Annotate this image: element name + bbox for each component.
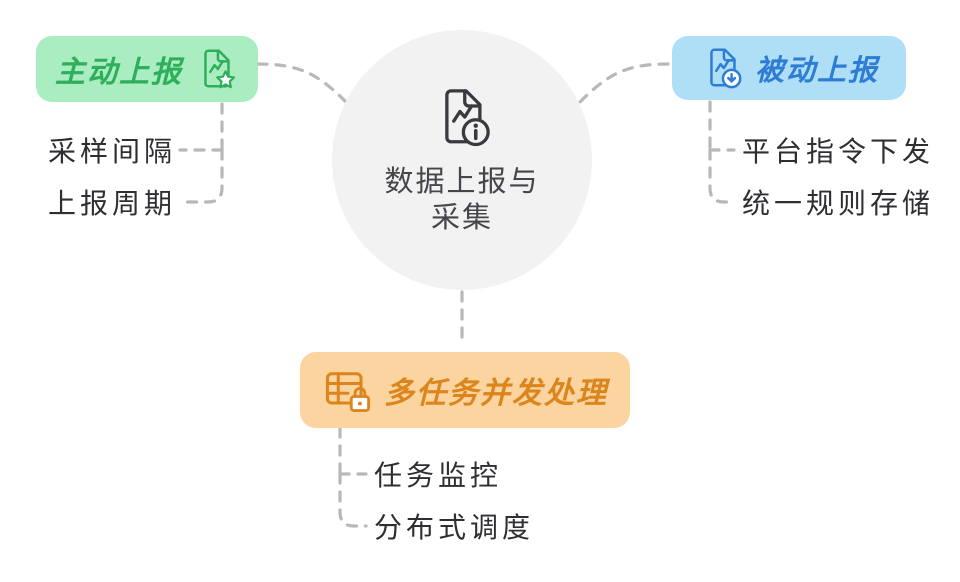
item-unified-rule-storage: 统一规则存储 bbox=[742, 188, 935, 219]
branch-passive-reporting: 被动上报 bbox=[672, 36, 906, 100]
item-reporting-cycle: 上报周期 bbox=[48, 188, 177, 219]
item-platform-command: 平台指令下发 bbox=[742, 136, 935, 167]
branch-concurrent-processing: 多任务并发处理 bbox=[300, 352, 630, 428]
item-sampling-interval: 采样间隔 bbox=[48, 136, 177, 167]
connector-active-to-center bbox=[256, 62, 348, 104]
connector-active-item2 bbox=[178, 148, 224, 204]
doc-chart-info-icon bbox=[429, 84, 495, 150]
center-title: 数据上报与 采集 bbox=[384, 164, 539, 237]
branch-active-reporting: 主动上报 bbox=[36, 36, 258, 102]
doc-chart-star-icon bbox=[193, 46, 239, 92]
connector-concurrent-item2 bbox=[338, 472, 368, 528]
connector-passive-item2 bbox=[708, 148, 736, 204]
center-title-line1: 数据上报与 bbox=[384, 165, 540, 198]
branch-passive-label: 被动上报 bbox=[754, 55, 879, 87]
branch-active-label: 主动上报 bbox=[55, 56, 183, 89]
item-task-monitoring: 任务监控 bbox=[374, 460, 503, 491]
center-node: 数据上报与 采集 bbox=[332, 30, 592, 290]
branch-concurrent-label: 多任务并发处理 bbox=[384, 377, 608, 410]
connector-passive-to-center bbox=[578, 62, 670, 104]
table-lock-icon bbox=[322, 364, 374, 416]
item-distributed-scheduling: 分布式调度 bbox=[374, 512, 535, 543]
center-title-line2: 采集 bbox=[430, 202, 493, 234]
doc-chart-download-icon bbox=[699, 45, 745, 91]
